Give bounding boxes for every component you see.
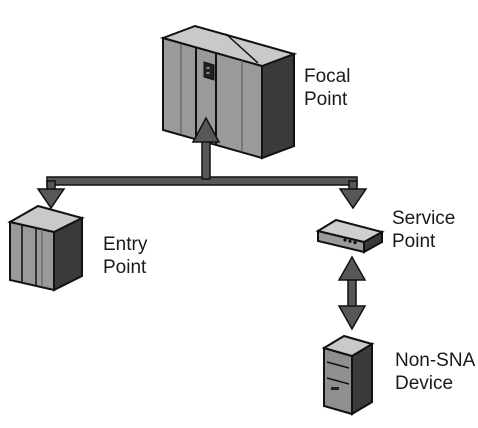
focal-point-mainframe-icon xyxy=(159,24,298,160)
arrow-down-left-icon xyxy=(36,180,66,210)
service-point-label: Service Point xyxy=(392,207,455,253)
non-sna-device-tower-icon xyxy=(321,334,375,416)
service-point-label-line1: Service xyxy=(392,208,456,229)
entry-point-label-line2: Point xyxy=(103,257,147,278)
entry-point-label-line1: Entry xyxy=(103,234,148,255)
focal-point-label-line1: Focal xyxy=(304,66,351,87)
entry-point-label: Entry Point xyxy=(103,233,147,279)
service-point-label-line2: Point xyxy=(392,231,436,252)
non-sna-device-label: Non-SNA Device xyxy=(395,349,475,395)
non-sna-device-label-line1: Non-SNA xyxy=(395,350,476,371)
non-sna-device-label-line2: Device xyxy=(395,373,454,394)
arrow-bidirectional-icon xyxy=(337,255,367,331)
service-point-box-icon xyxy=(315,218,385,254)
arrow-up-icon xyxy=(191,116,221,180)
focal-point-label: Focal Point xyxy=(304,65,350,111)
arrow-down-right-icon xyxy=(338,180,368,210)
focal-point-label-line2: Point xyxy=(304,89,348,110)
entry-point-cabinet-icon xyxy=(7,204,85,292)
